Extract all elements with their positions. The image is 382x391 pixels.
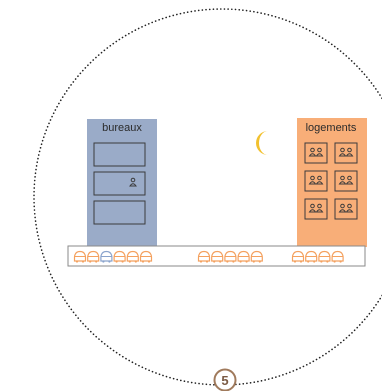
person-icon bbox=[129, 177, 137, 187]
parked-car-icon bbox=[113, 250, 126, 263]
person-icon bbox=[338, 203, 347, 213]
office-rooms bbox=[93, 142, 146, 225]
office-building-label: bureaux bbox=[102, 122, 142, 134]
parked-car-icon bbox=[305, 250, 318, 263]
housing-building: logements bbox=[297, 118, 367, 247]
parked-car-icon bbox=[197, 250, 211, 263]
person-icon bbox=[338, 175, 347, 185]
parked-car-icon bbox=[139, 250, 153, 263]
housing-units bbox=[304, 142, 358, 220]
person-icon bbox=[345, 175, 354, 185]
parked-car-icon bbox=[291, 250, 305, 263]
parked-car-icon bbox=[87, 250, 100, 263]
parking-strip bbox=[67, 245, 366, 267]
parked-car-icon bbox=[126, 250, 139, 263]
parked-car-icon bbox=[73, 250, 87, 263]
parked-car-icon bbox=[224, 250, 237, 263]
crescent-moon-icon bbox=[256, 131, 268, 155]
office-building: bureaux bbox=[87, 119, 157, 247]
housing-building-label: logements bbox=[306, 122, 357, 134]
housing-unit bbox=[304, 142, 328, 164]
parked-car-icon bbox=[250, 250, 263, 263]
step-number: 5 bbox=[221, 373, 228, 388]
person-icon bbox=[315, 175, 324, 185]
housing-unit bbox=[304, 170, 328, 192]
person-icon bbox=[345, 147, 354, 157]
parked-car-icon bbox=[331, 250, 344, 263]
person-icon bbox=[315, 203, 324, 213]
housing-unit bbox=[334, 198, 358, 220]
person-icon bbox=[308, 175, 317, 185]
parking-cars bbox=[73, 250, 344, 263]
parked-car-icon bbox=[211, 250, 224, 263]
person-icon bbox=[315, 147, 324, 157]
housing-unit bbox=[334, 170, 358, 192]
office-room bbox=[93, 171, 146, 196]
parked-car-icon bbox=[237, 250, 250, 263]
person-icon bbox=[308, 147, 317, 157]
housing-unit bbox=[334, 142, 358, 164]
parked-car-icon bbox=[318, 250, 331, 263]
parked-car-icon bbox=[100, 250, 113, 263]
office-room bbox=[93, 142, 146, 167]
person-icon bbox=[308, 203, 317, 213]
step-badge: 5 bbox=[213, 368, 237, 391]
housing-unit bbox=[304, 198, 328, 220]
person-icon bbox=[338, 147, 347, 157]
office-room bbox=[93, 200, 146, 225]
person-icon bbox=[345, 203, 354, 213]
